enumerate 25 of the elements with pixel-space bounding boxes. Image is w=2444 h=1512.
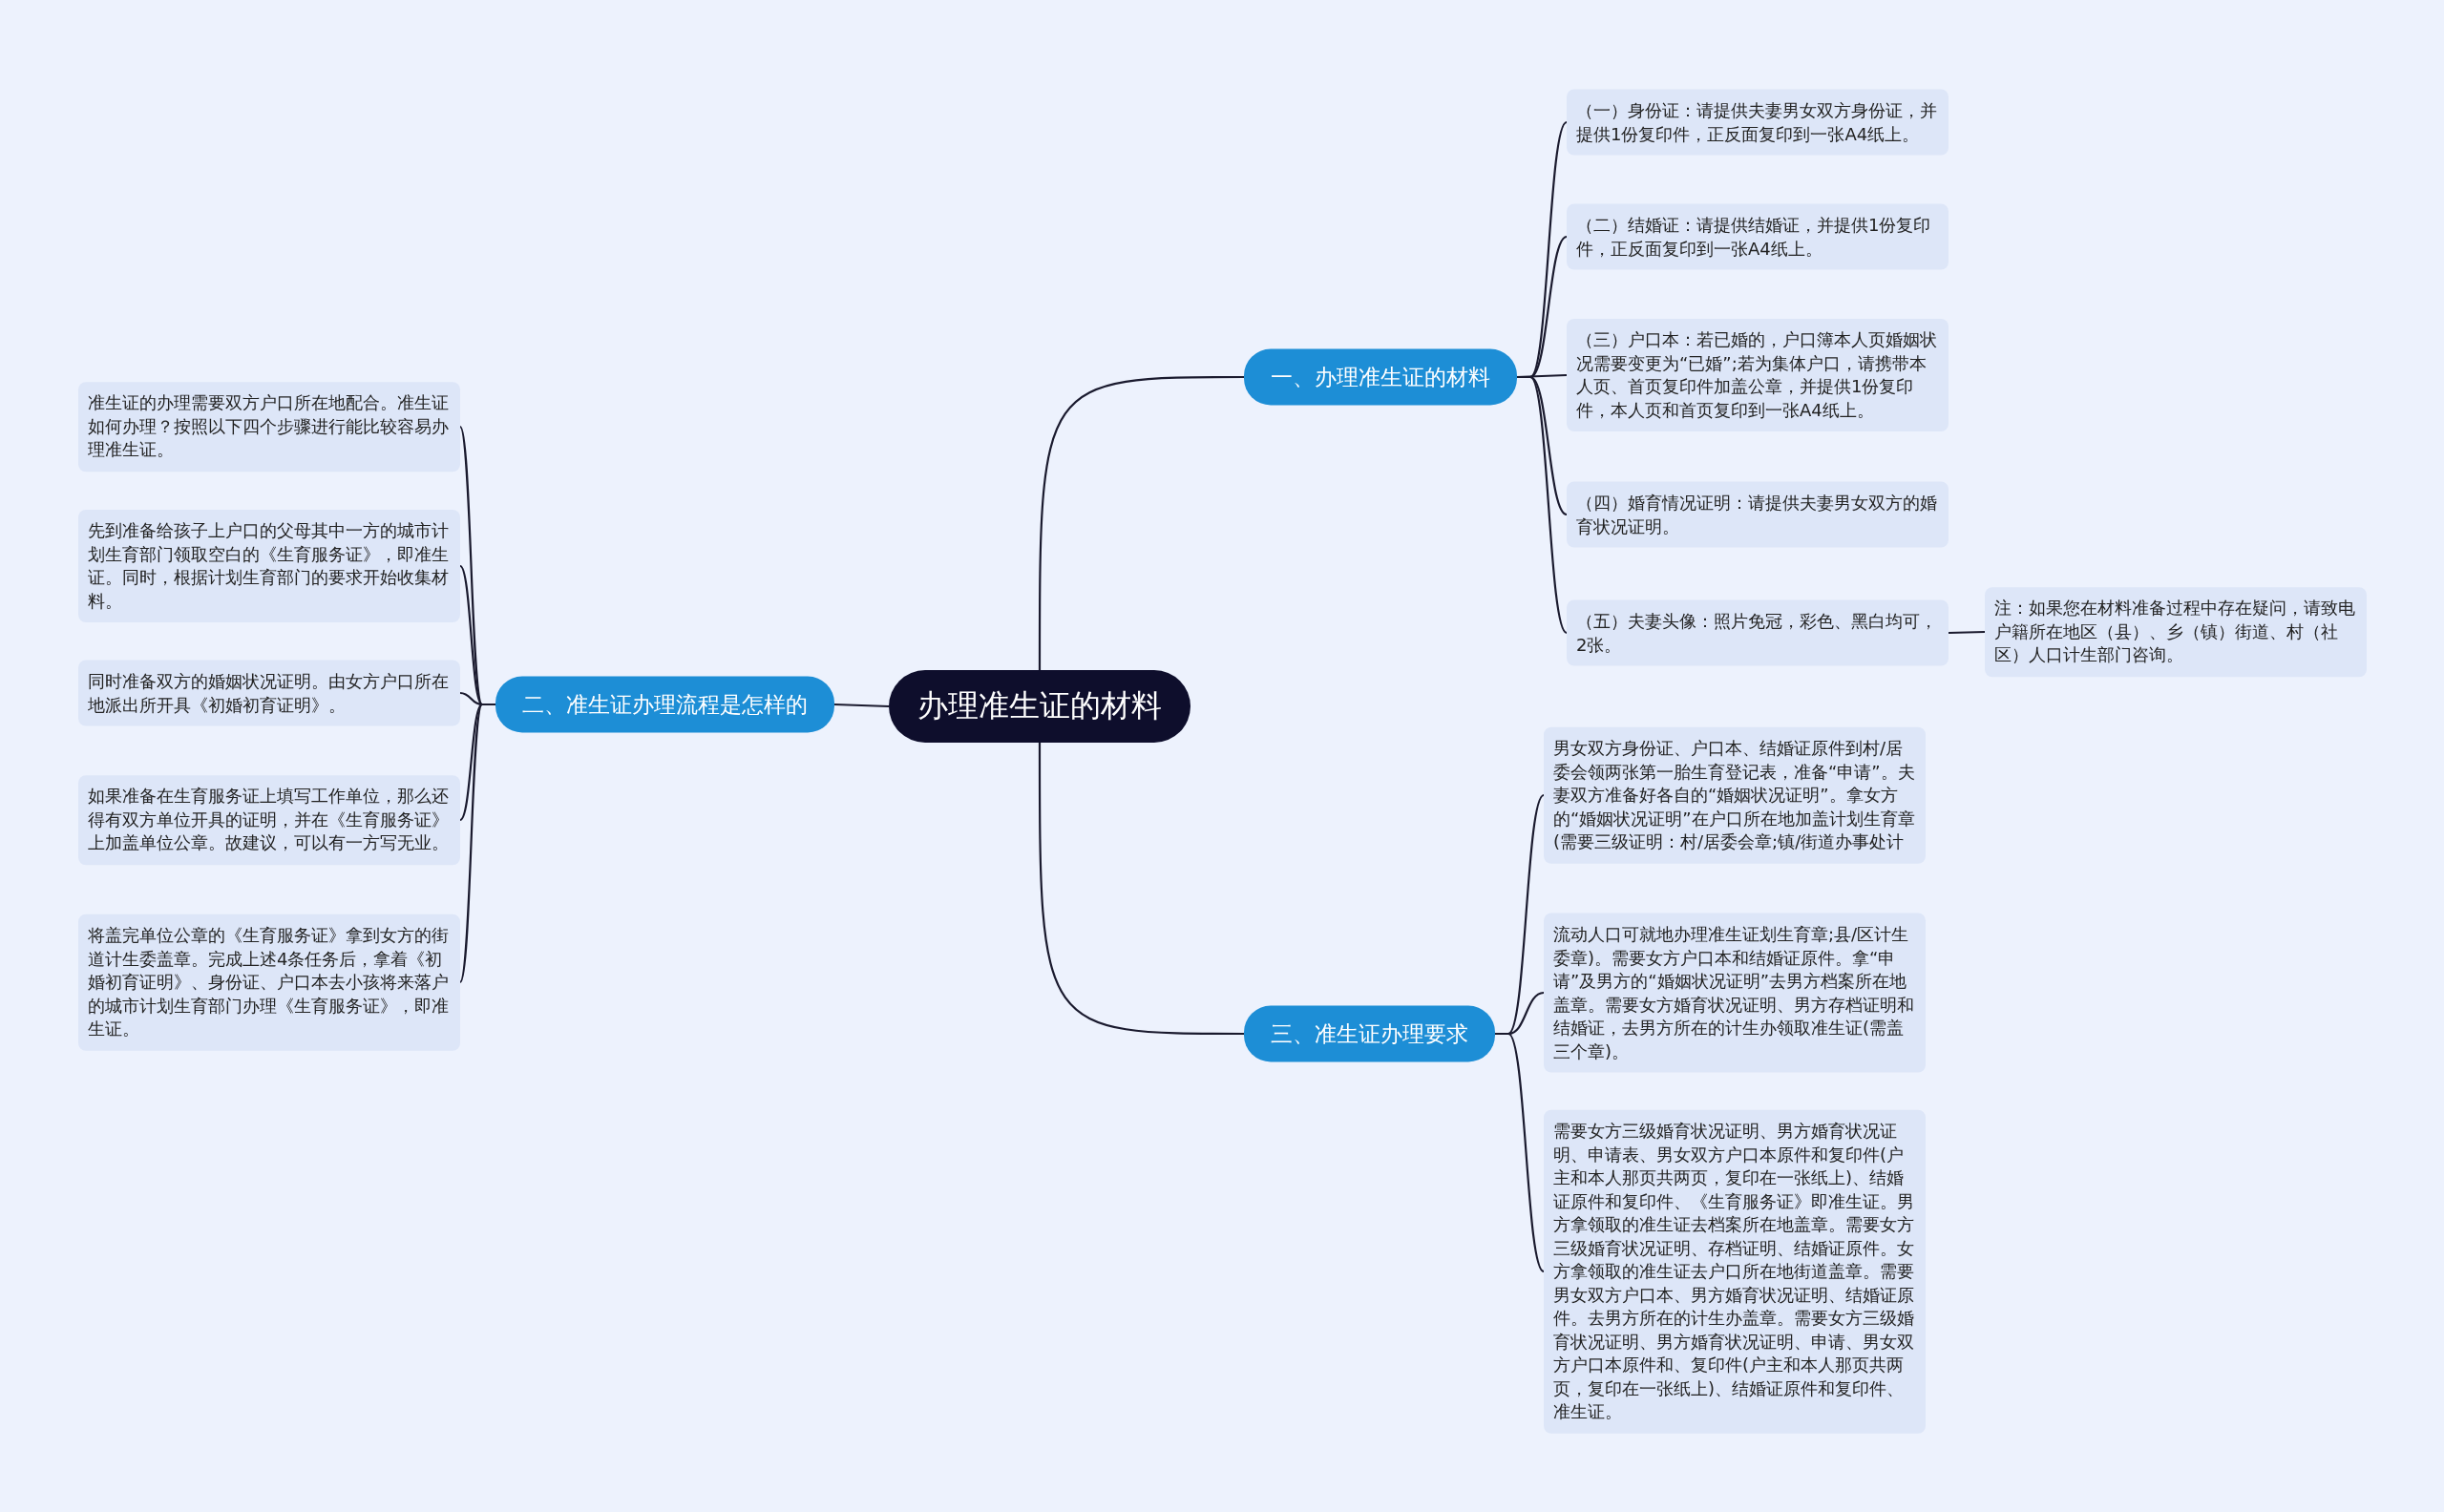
branch-topic: 三、准生证办理要求: [1244, 1005, 1495, 1062]
text-card: （二）结婚证：请提供结婚证，并提供1份复印件，正反面复印到一张A4纸上。: [1567, 203, 1949, 270]
text-card: 男女双方身份证、户口本、结婚证原件到村/居委会领两张第一胎生育登记表，准备“申请”。夫妻双方准备好各自的“婚姻状况证明”。拿女方的“婚姻状况证明”在户口所在地加盖计划生育章(需要三级证明：村/居委会章;镇/街道办事处计: [1544, 726, 1926, 864]
branch-topic: 二、准生证办理流程是怎样的: [495, 676, 834, 733]
central-topic: 办理准生证的材料: [889, 670, 1190, 743]
text-card: 注：如果您在材料准备过程中存在疑问，请致电户籍所在地区（县）、乡（镇）街道、村（社区）人口计生部门咨询。: [1985, 587, 2367, 677]
text-card: 将盖完单位公章的《生育服务证》拿到女方的街道计生委盖章。完成上述4条任务后，拿着《初婚初育证明》、身份证、户口本去小孩将来落户的城市计划生育部门办理《生育服务证》，即准生证。: [78, 914, 460, 1051]
connector-line: [1038, 743, 1244, 1036]
connector-line: [1038, 375, 1244, 670]
text-card: （四）婚育情况证明：请提供夫妻男女双方的婚育状况证明。: [1567, 481, 1949, 548]
text-card: 需要女方三级婚育状况证明、男方婚育状况证明、申请表、男女双方户口本原件和复印件(户主和本人那页共两页，复印在一张纸上)、结婚证原件和复印件、《生育服务证》即准生证。男方拿领取的准生证去档案所在地盖章。需要女方三级婚育状况证明、存档证明、结婚证原件。女方拿领取的准生证去户口所在地街道盖章。需要男女双方户口本、男方婚育状况证明、结婚证原件。去男方所在的计生办盖章。需要女方三级婚育状况证明、男方婚育状况证明、申请、男女双方户口本原件和、复印件(户主和本人那页共两页，复印在一张纸上)、结婚证原件和复印件、准生证。: [1544, 1109, 1926, 1434]
connector-line: [1495, 1032, 1545, 1272]
text-card: （五）夫妻头像：照片免冠，彩色、黑白均可，2张。: [1567, 599, 1949, 666]
text-card: 同时准备双方的婚姻状况证明。由女方户口所在地派出所开具《初婚初育证明》。: [78, 660, 460, 726]
connector-line: [1948, 630, 1986, 635]
text-card: 流动人口可就地办理准生证划生育章;县/区计生委章)。需要女方户口本和结婚证原件。拿“申请”及男方的“婚姻状况证明”去男方档案所在地盖章。需要女方婚育状况证明、男方存档证明和结婚证，去男方所在的计生办领取准生证(需盖三个章)。: [1544, 913, 1926, 1073]
connector-line: [1517, 375, 1568, 634]
text-card: 先到准备给孩子上户口的父母其中一方的城市计划生育部门领取空白的《生育服务证》，即准生证。同时，根据计划生育部门的要求开始收集材料。: [78, 510, 460, 622]
branch-topic: 一、办理准生证的材料: [1244, 348, 1517, 406]
text-card: 准生证的办理需要双方户口所在地配合。准生证如何办理？按照以下四个步骤进行能比较容易办理准生证。: [78, 382, 460, 472]
text-card: （一）身份证：请提供夫妻男女双方身份证，并提供1份复印件，正反面复印到一张A4纸上。: [1567, 89, 1949, 156]
connector-line: [833, 703, 890, 708]
text-card: （三）户口本：若已婚的，户口簿本人页婚姻状况需要变更为“已婚”;若为集体户口，请携带本人页、首页复印件加盖公章，并提供1份复印件，本人页和首页复印到一张A4纸上。: [1567, 319, 1949, 431]
connector-line: [459, 703, 495, 983]
text-card: 如果准备在生育服务证上填写工作单位，那么还得有双方单位开具的证明，并在《生育服务证》上加盖单位公章。故建议，可以有一方写无业。: [78, 775, 460, 865]
